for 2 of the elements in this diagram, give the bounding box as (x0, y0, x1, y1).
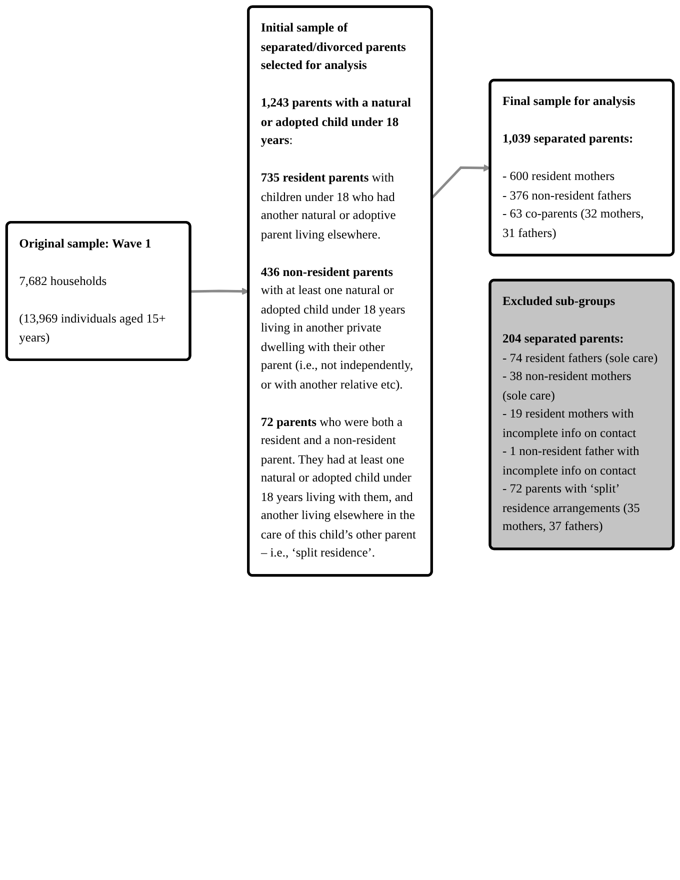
arrow (431, 164, 491, 199)
arrow (190, 288, 250, 296)
